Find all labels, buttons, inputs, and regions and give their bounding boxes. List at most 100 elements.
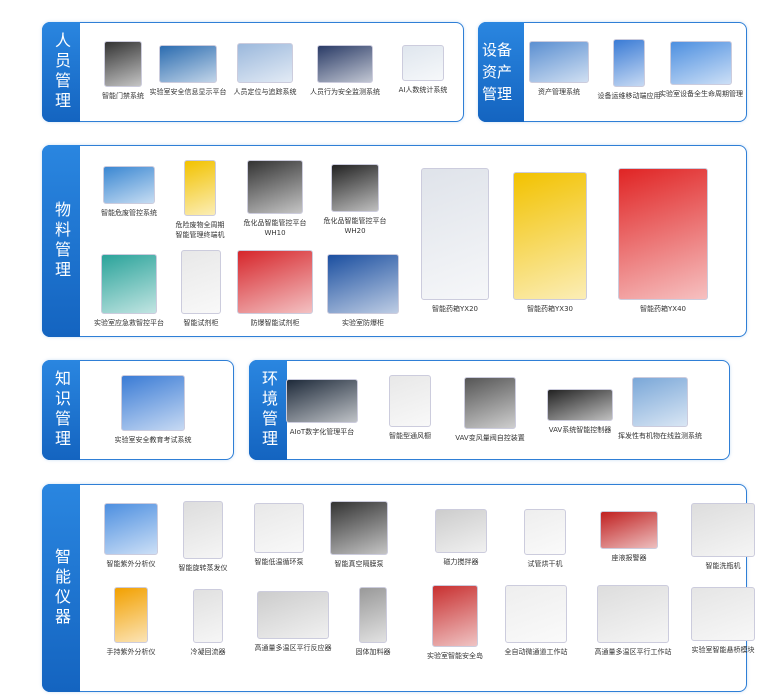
product-item[interactable]: 磁力搅拌器 [413,509,509,567]
section-title: 环境管理 [249,360,287,460]
product-image [421,168,489,300]
product-item[interactable]: 智能紫外分析仪 [83,503,179,569]
product-image [237,43,293,83]
product-item[interactable]: 人员行为安全监测系统 [297,45,393,97]
product-image [104,41,142,87]
section-asset: 设备资产管理资产管理系统设备运维移动端应用实验室设备全生命周期管理 [478,22,747,122]
product-label: 磁力搅拌器 [443,558,479,566]
product-item[interactable]: 实验室智能悬桥模块 [675,587,771,655]
product-label: 实验室安全教育考试系统 [114,436,192,444]
product-label: 设备运维移动端应用 [597,92,661,100]
product-item[interactable]: 智能药箱YX30 [502,172,598,314]
product-image [529,41,589,83]
product-image [114,587,148,643]
product-item[interactable]: 智能低温循环泵 [231,503,327,567]
product-label: 危化品智能管控平台 WH10 [243,219,307,237]
product-image [101,254,157,314]
product-label: VAV变风量阀自控装置 [455,434,525,442]
product-label: 智能危废管控系统 [101,209,157,217]
product-item[interactable]: 挥发性有机物在线监测系统 [612,377,708,441]
product-item[interactable]: 实验室安全信息显示平台 [140,45,236,97]
product-label: 实验室防爆柜 [342,319,384,327]
product-label: 实验室智能安全岛 [427,652,483,660]
product-item[interactable]: 人员定位与追踪系统 [217,43,313,97]
product-label: 智能紫外分析仪 [106,560,156,568]
product-label: 冷凝回流器 [190,648,226,656]
product-label: 智能药箱YX20 [432,305,478,313]
product-item[interactable]: VAV变风量阀自控装置 [442,377,538,443]
product-item[interactable]: 危险废物全周期 智能管理终端机 [152,160,248,240]
product-image [327,254,399,314]
product-image [104,503,158,555]
product-item[interactable]: 实验室防爆柜 [315,254,411,328]
product-item[interactable]: 试管烘干机 [497,509,593,569]
product-item[interactable]: 实验室安全教育考试系统 [105,375,201,445]
section-personnel: 人员管理智能门禁系统实验室安全信息显示平台人员定位与追踪系统人员行为安全监测系统… [42,22,464,122]
section-title: 知识管理 [42,360,80,460]
product-label: 智能真空隔膜泵 [334,560,384,568]
product-label: 实验室应急救智控平台 [94,319,164,327]
product-item[interactable]: 智能试剂柜 [153,250,249,328]
product-label: 智能旋转蒸发仪 [178,564,228,572]
product-item[interactable]: 高通量多温区平行反应器 [245,591,341,653]
product-image [613,39,645,87]
product-item[interactable]: VAV系统智能控制器 [532,389,628,435]
product-label: 试管烘干机 [527,560,563,568]
product-item[interactable]: 资产管理系统 [511,41,607,97]
product-item[interactable]: 实验室设备全生命周期管理 [653,41,749,99]
product-item[interactable]: 智能药箱YX20 [407,168,503,314]
product-item[interactable]: 智能洗瓶机 [675,503,771,571]
product-item[interactable]: 全自动微通道工作站 [488,585,584,657]
product-image [286,379,358,423]
product-image [524,509,566,555]
product-label: 实验室安全信息显示平台 [149,88,227,96]
product-image [330,501,388,555]
product-item[interactable]: 智能门禁系统 [75,41,171,101]
section-material: 物料管理智能危废管控系统危险废物全周期 智能管理终端机危化品智能管控平台 WH1… [42,145,747,337]
product-label: 防爆智能试剂柜 [250,319,300,327]
product-item[interactable]: 设备运维移动端应用 [581,39,677,101]
product-item[interactable]: 座液报警器 [581,511,677,563]
product-label: 智能门禁系统 [102,92,144,100]
product-item[interactable]: 实验室智能安全岛 [407,585,503,661]
product-label: 智能药箱YX30 [527,305,573,313]
product-item[interactable]: 智能危废管控系统 [81,166,177,218]
product-image [691,587,755,641]
product-item[interactable]: AI人数统计系统 [375,45,471,95]
product-image [331,164,379,212]
product-image [547,389,613,421]
product-label: 智能药箱YX40 [640,305,686,313]
product-item[interactable]: 手持紫外分析仪 [83,587,179,657]
section-title: 设备资产管理 [478,22,524,122]
product-label: 智能洗瓶机 [705,562,741,570]
product-item[interactable]: 固体加料器 [325,587,421,657]
product-image [389,375,431,427]
product-item[interactable]: 智能真空隔膜泵 [311,501,407,569]
section-title: 人员管理 [42,22,80,122]
product-image [435,509,487,553]
product-image [257,591,329,639]
product-item[interactable]: 防爆智能试剂柜 [227,250,323,328]
product-image [359,587,387,643]
product-image [183,501,223,559]
product-item[interactable]: AIoT数字化管理平台 [274,379,370,437]
product-image [597,585,669,643]
product-label: VAV系统智能控制器 [548,426,612,434]
product-label: 挥发性有机物在线监测系统 [618,432,702,440]
product-label: 全自动微通道工作站 [504,648,568,656]
product-item[interactable]: 冷凝回流器 [160,589,256,657]
product-image [513,172,587,300]
product-item[interactable]: 高通量多温区平行工作站 [585,585,681,657]
product-item[interactable]: 智能型通风橱 [362,375,458,441]
product-image [254,503,304,553]
product-item[interactable]: 智能药箱YX40 [615,168,711,314]
product-item[interactable]: 危化品智能管控平台 WH20 [307,164,403,236]
product-label: 人员行为安全监测系统 [310,88,380,96]
product-item[interactable]: 危化品智能管控平台 WH10 [227,160,323,238]
section-knowledge: 知识管理实验室安全教育考试系统 [42,360,234,460]
product-image [237,250,313,314]
product-label: 高通量多温区平行反应器 [254,644,332,652]
product-item[interactable]: 智能旋转蒸发仪 [155,501,251,573]
product-item[interactable]: 实验室应急救智控平台 [81,254,177,328]
